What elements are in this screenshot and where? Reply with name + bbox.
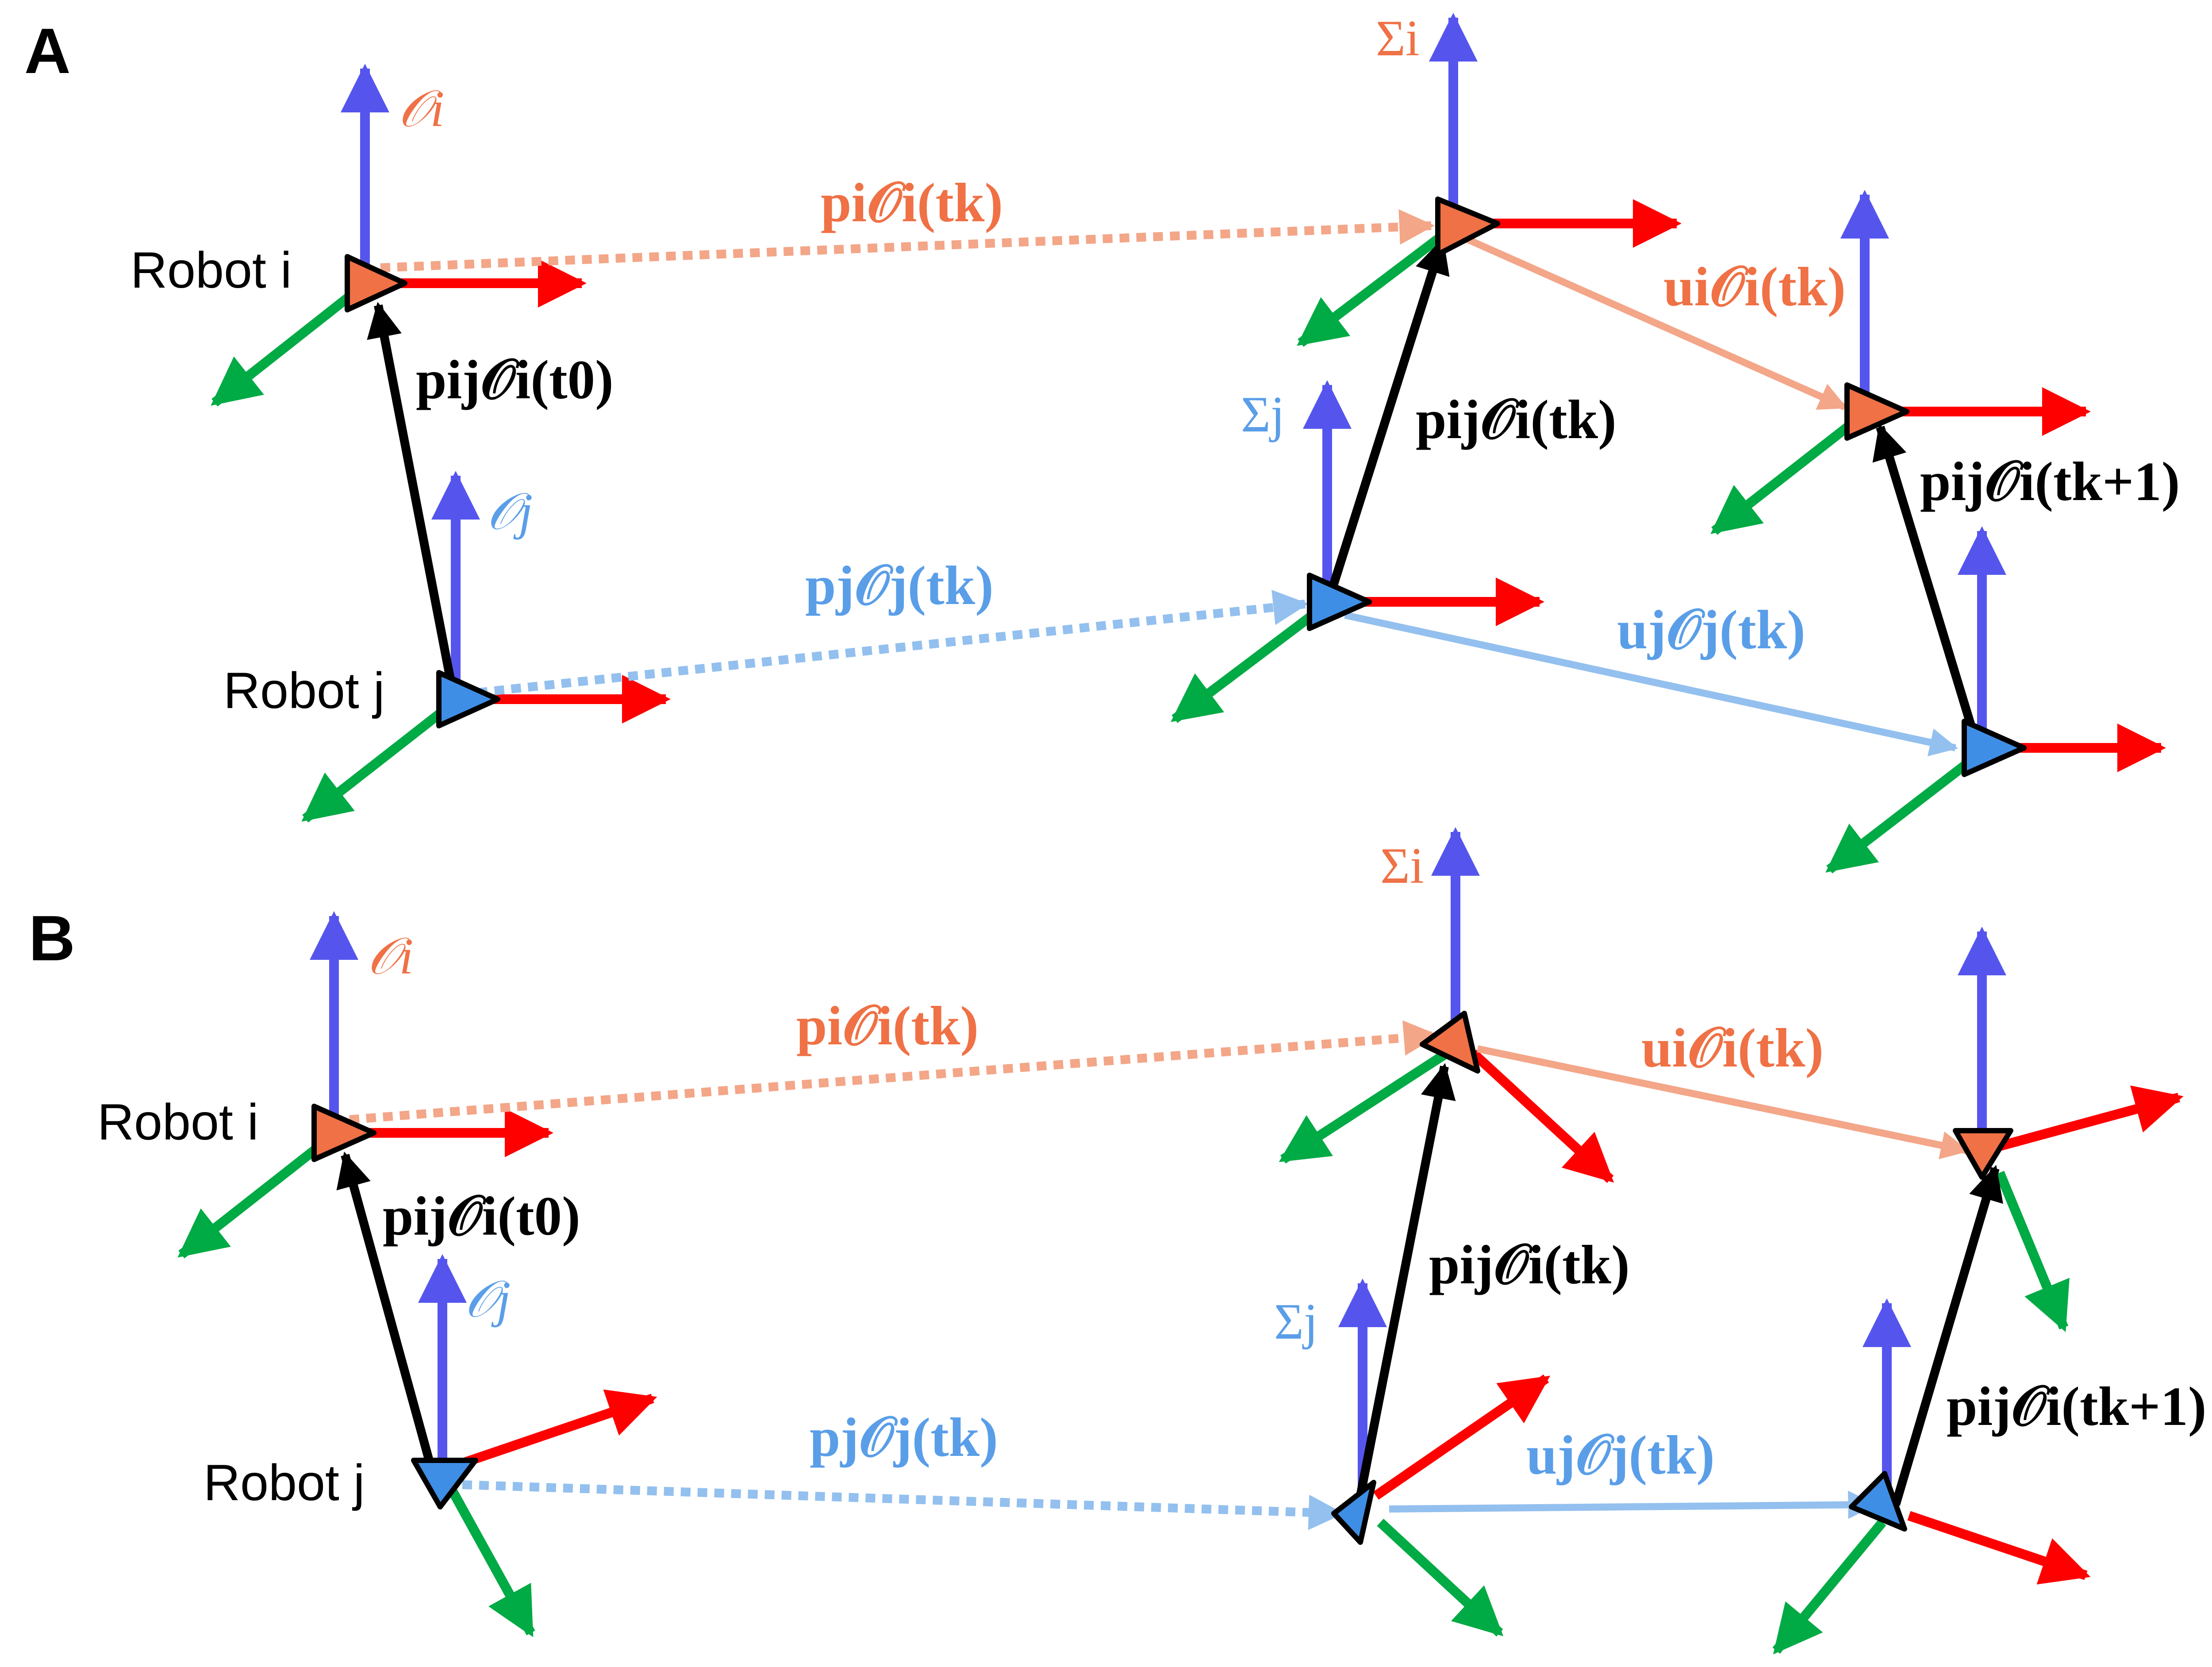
frame-Sigma-j-label: Σj: [1241, 386, 1285, 443]
y-axis-arrow: [177, 1138, 328, 1259]
relative-t0-label: pij𝒪i(t0): [416, 350, 614, 411]
relative-vector-tk1: [1872, 423, 1978, 734]
motion-j-label: uj𝒪j(tk): [1617, 600, 1805, 661]
robot-j-label: Robot j: [204, 1455, 365, 1511]
panel-a: A: [24, 10, 2180, 874]
motion-j-label: uj𝒪j(tk): [1526, 1425, 1715, 1486]
x-axis-arrow: [449, 1389, 657, 1472]
y-axis-arrow: [1825, 755, 1976, 874]
position-vector-j: [462, 1480, 1344, 1530]
relative-tk-label: pij𝒪i(tk): [1429, 1235, 1630, 1296]
relative-t0-label: pij𝒪i(t0): [383, 1186, 580, 1247]
relative-vector-tk1: [1891, 1165, 2003, 1506]
robot-i-label: Robot i: [97, 1094, 258, 1151]
panel-label: B: [29, 902, 75, 974]
panel-label: A: [24, 15, 71, 87]
relative-vector-t0: [336, 1151, 434, 1462]
x-axis-arrow: [1373, 1374, 1551, 1500]
motion-i-label: ui𝒪i(tk): [1663, 257, 1846, 318]
x-axis-arrow: [1998, 1085, 2184, 1151]
relative-tk-label: pij𝒪i(tk): [1416, 389, 1617, 450]
frame-Sigma-j-label: Σj: [1274, 1294, 1318, 1350]
y-axis-arrow: [1772, 1519, 1886, 1655]
y-axis-arrow: [301, 704, 450, 823]
robot-i-initial: [345, 254, 407, 312]
robot-j-tk1: [1849, 1471, 1907, 1532]
frame-Sigma-i-label: Σi: [1376, 10, 1420, 66]
relative-vector-tk: [1356, 1063, 1456, 1497]
robot-i-tk: [1420, 1011, 1480, 1074]
position-vector-i: [380, 209, 1435, 272]
relative-tk1-label: pij𝒪i(tk+1): [1920, 451, 2180, 512]
robot-j-tk1-frame: [1772, 1298, 2091, 1655]
frame-Oj-label: 𝒪j: [465, 1271, 511, 1328]
y-axis-arrow: [1995, 1170, 2070, 1332]
frame-Oi-label: 𝒪i: [367, 928, 413, 985]
motion-vector-j: [1389, 1490, 1877, 1519]
position-i-label: pi𝒪i(tk): [796, 996, 979, 1057]
robot-j-initial: [411, 1458, 478, 1509]
motion-i-label: ui𝒪i(tk): [1641, 1018, 1824, 1079]
frame-Oi-label: 𝒪i: [398, 81, 444, 137]
relative-vector-tk: [1327, 238, 1450, 593]
motion-vector-i: [1465, 235, 1847, 411]
relative-vector-t0: [367, 302, 456, 685]
position-vector-j: [477, 589, 1309, 697]
robot-i-tk: [1435, 196, 1500, 257]
robot-j-initial-frame: [418, 1254, 657, 1637]
x-axis-arrow: [1470, 1049, 1614, 1183]
robot-j-tk-frame: [1338, 1278, 1551, 1637]
robot-i-label: Robot i: [131, 242, 292, 299]
position-j-label: pj𝒪j(tk): [810, 1407, 998, 1468]
motion-vector-i: [1477, 1045, 1970, 1159]
y-axis-arrow: [1171, 607, 1321, 723]
robot-j-initial-frame: [301, 471, 671, 823]
position-vector-i: [349, 1020, 1439, 1124]
y-axis-arrow: [1377, 1518, 1504, 1637]
position-j-label: pj𝒪j(tk): [805, 555, 994, 616]
robot-i-tk-frame: [1297, 13, 1682, 347]
y-axis-arrow: [445, 1482, 535, 1637]
panel-b: B: [29, 827, 2206, 1655]
robot-j-tk: [1331, 1480, 1376, 1545]
robot-j-tk1: [1962, 719, 2027, 777]
robot-i-tk1: [1844, 382, 1909, 441]
motion-vector-j: [1344, 612, 1959, 757]
robot-i-tk-frame: [1279, 827, 1614, 1183]
frame-Oj-label: 𝒪j: [487, 484, 533, 540]
x-axis-arrow: [1907, 1511, 2091, 1585]
robot-j-tk1-frame: [1825, 526, 2166, 874]
frame-Sigma-i-label: Σi: [1380, 838, 1424, 894]
y-axis-arrow: [211, 284, 364, 407]
robot-j-tk: [1307, 573, 1372, 631]
relative-tk1-label: pij𝒪i(tk+1): [1947, 1376, 2206, 1437]
y-axis-arrow: [1279, 1049, 1449, 1164]
position-i-label: pi𝒪i(tk): [821, 173, 1003, 234]
robot-j-label: Robot j: [223, 662, 384, 719]
y-axis-arrow: [1710, 416, 1859, 535]
robot-i-initial: [311, 1104, 376, 1162]
robot-i-tk1: [1953, 1128, 2013, 1180]
robot-i-tk1-frame: [1958, 927, 2184, 1332]
robot-j-initial: [436, 670, 500, 728]
